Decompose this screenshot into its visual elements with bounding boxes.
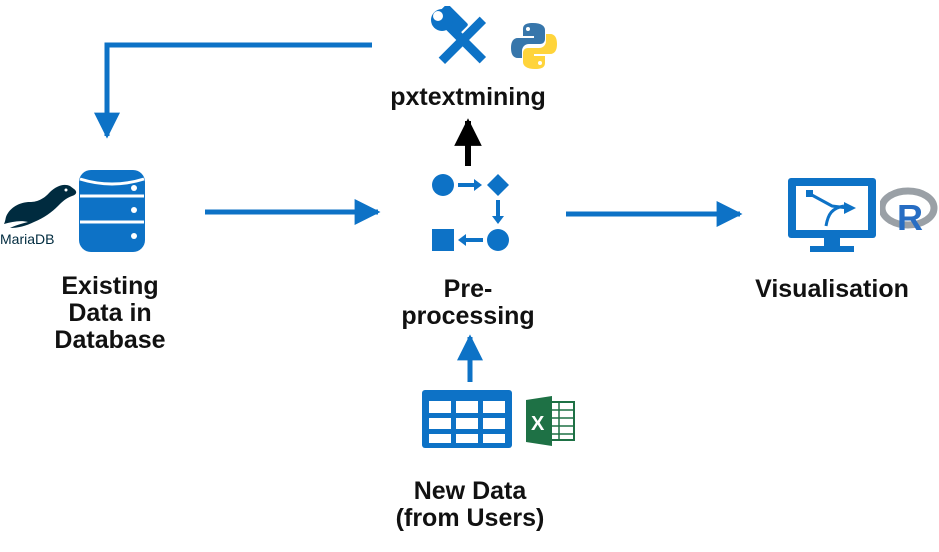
excel-logo: X <box>526 396 575 446</box>
mariadb-wordmark: MariaDB <box>0 231 54 247</box>
python-logo <box>511 23 557 69</box>
mariadb-logo: MariaDB <box>0 184 77 247</box>
database-label-line-3: Database <box>54 326 166 354</box>
mariadb-seal-icon <box>4 184 77 228</box>
database-label-line-2: Data in <box>68 299 152 327</box>
arrow-pxtextmining-to-database <box>94 42 372 139</box>
svg-text:X: X <box>531 413 545 435</box>
preprocessing-label-line-1: Pre- <box>443 275 493 303</box>
new-data-label: New Data (from Users) <box>370 478 570 532</box>
new-data-label-line-2: (from Users) <box>395 504 545 532</box>
visualisation-label: Visualisation <box>755 275 909 303</box>
workflow-process-icon <box>432 174 509 251</box>
database-label-line-1: Existing <box>61 272 159 300</box>
svg-text:R: R <box>897 197 923 236</box>
hammer-wrench-tools-icon <box>431 6 487 65</box>
new-data-label-line-1: New Data <box>413 477 527 505</box>
database-stack-icon <box>79 170 145 252</box>
pxtextmining-label: pxtextmining <box>390 83 546 111</box>
r-logo: R <box>880 187 938 236</box>
table-grid-icon <box>422 390 512 448</box>
preprocessing-label-line-2: processing <box>401 302 535 330</box>
preprocessing-label: Pre- processing <box>390 276 546 330</box>
monitor-chart-icon <box>788 178 876 252</box>
database-label: Existing Data in Database <box>35 273 185 354</box>
